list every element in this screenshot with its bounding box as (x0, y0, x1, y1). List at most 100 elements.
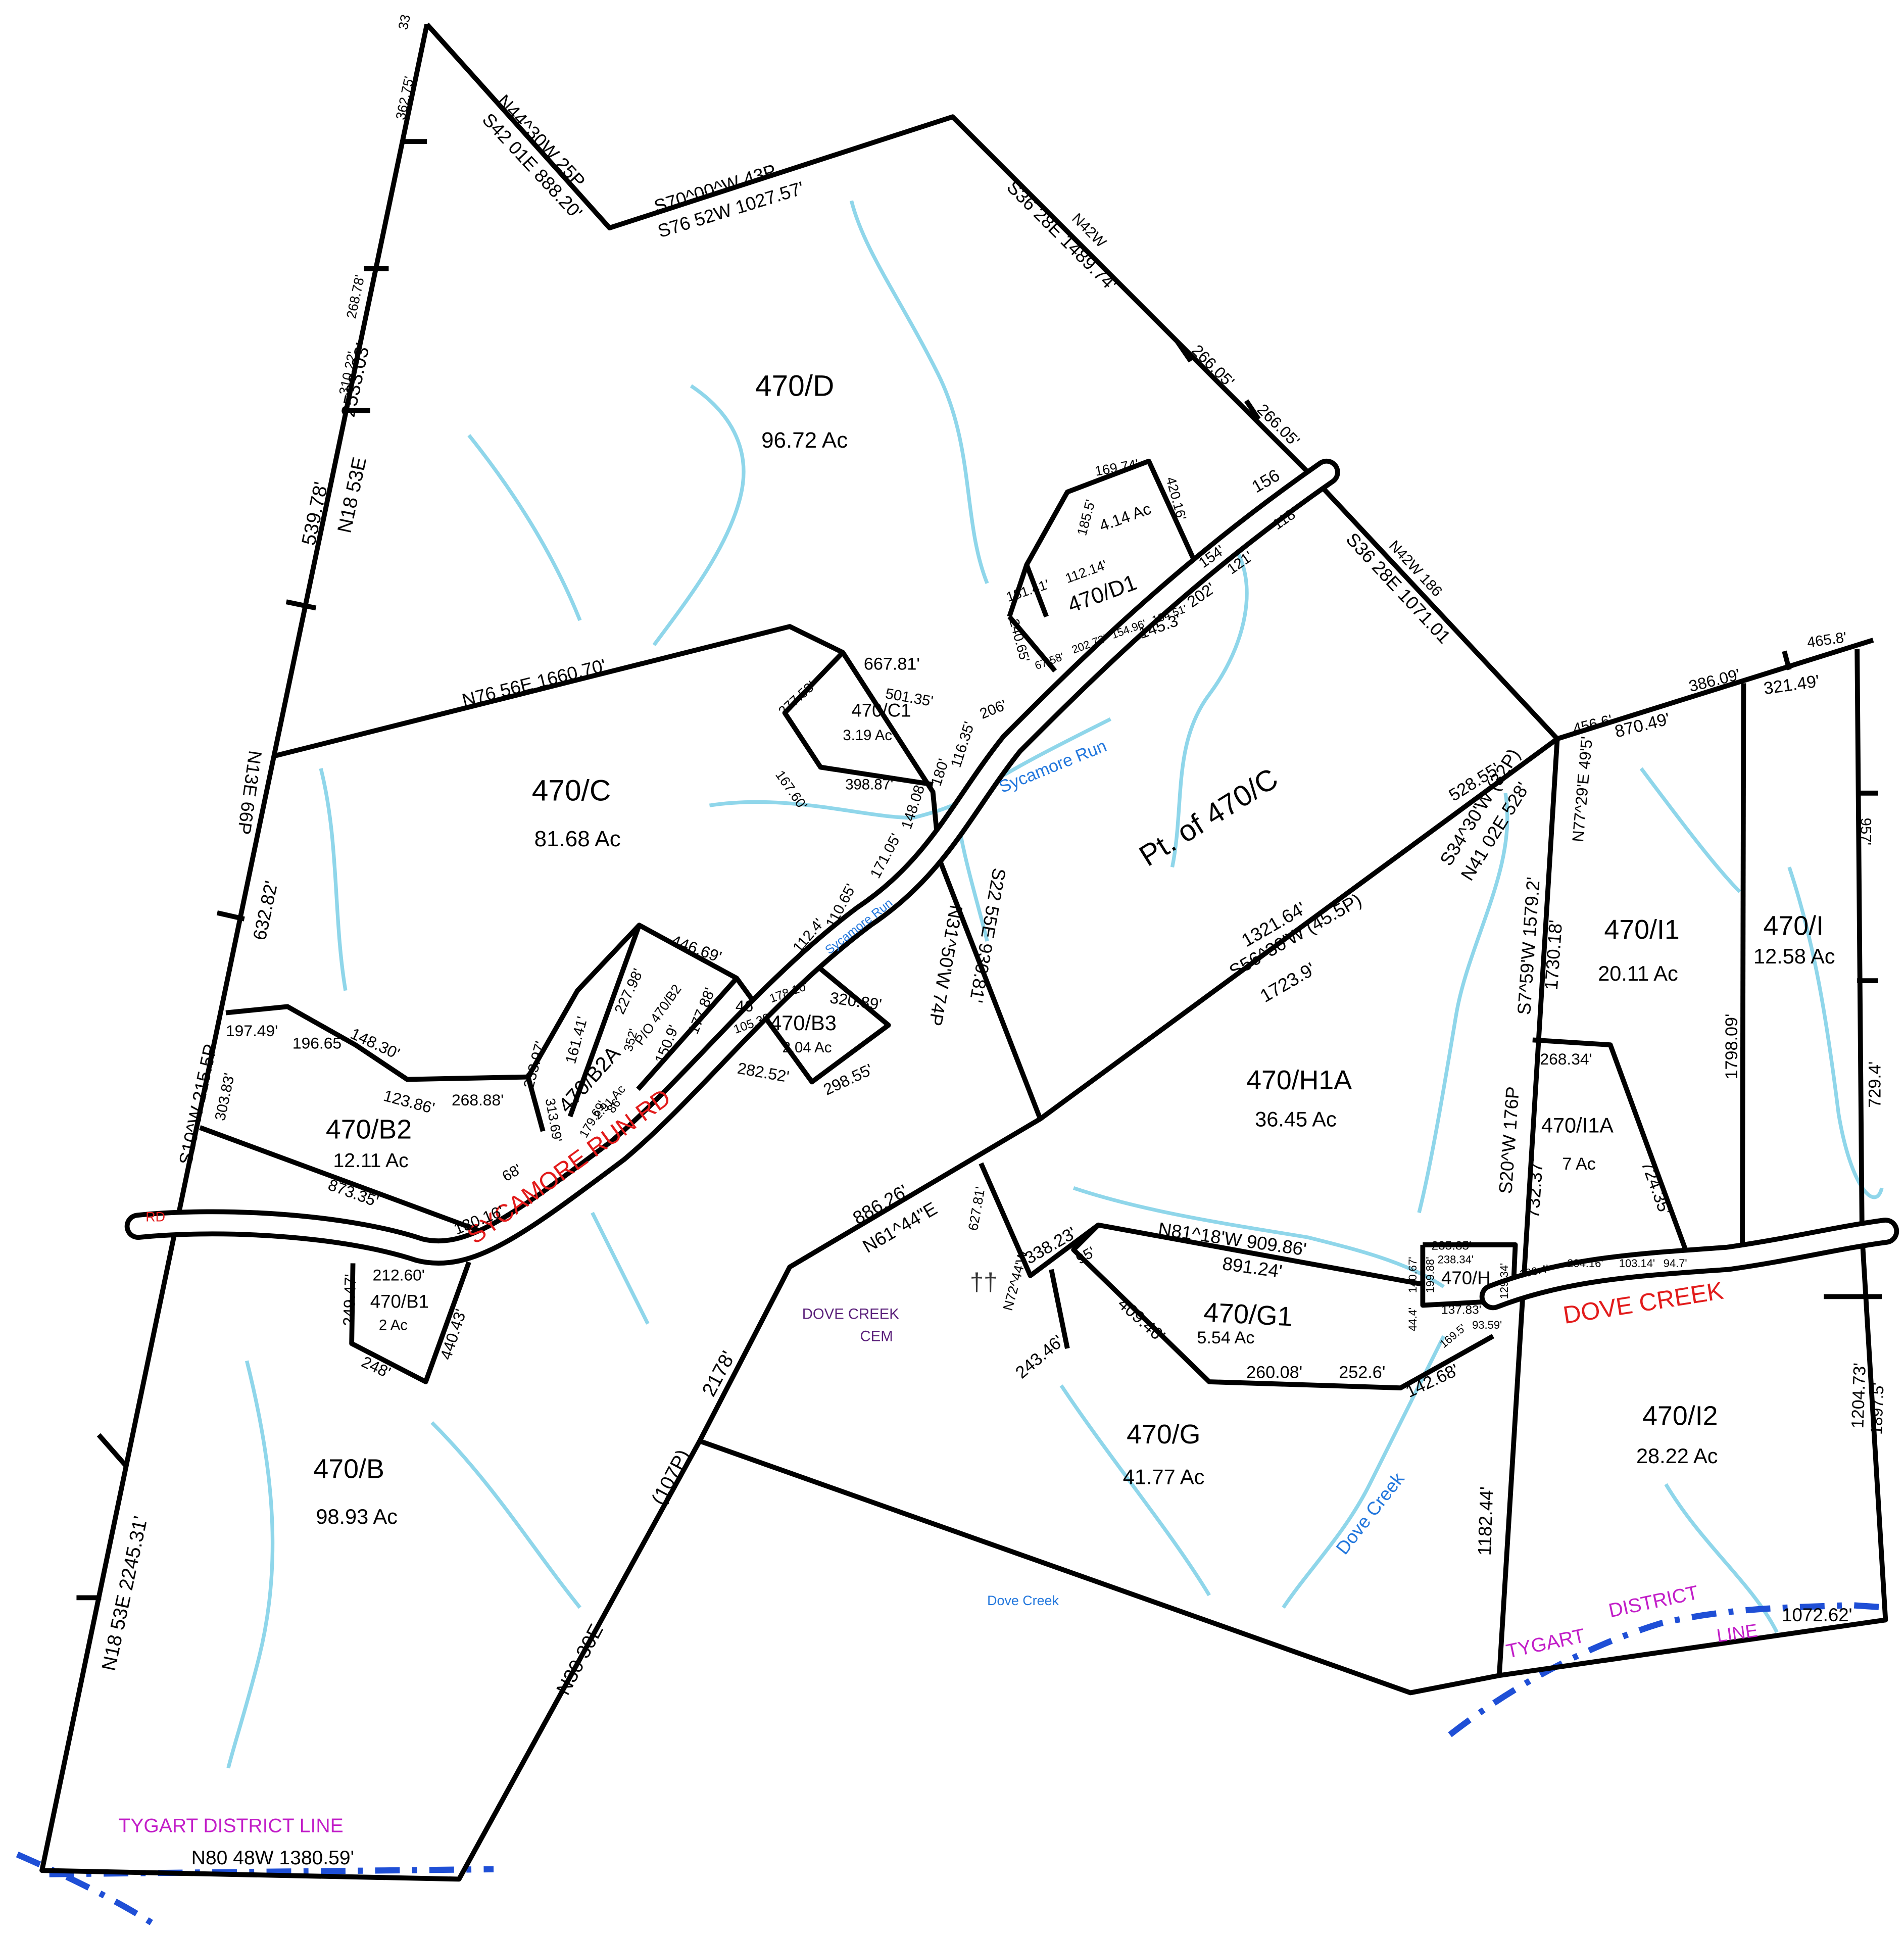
call-206: 206' (978, 697, 1009, 722)
call-199: 199.88' (1424, 1257, 1436, 1293)
call-107p: (107P) (648, 1446, 695, 1509)
call-252: 252.6' (1339, 1363, 1385, 1382)
call-235: 235.85' (1431, 1239, 1471, 1253)
parcel-h-id: 470/H (1441, 1268, 1491, 1288)
dove-creek-road-line (1479, 1218, 1899, 1311)
call-94: 94.7' (1664, 1257, 1687, 1270)
stream-label-dove-creek-small: Dove Creek (987, 1593, 1059, 1608)
call-129: 129.34' (1498, 1263, 1510, 1299)
parcel-g-acres: 41.77 Ac (1123, 1465, 1205, 1489)
call-167: 167.60' (772, 767, 810, 812)
parcel-i-acres: 12.58 Ac (1753, 944, 1835, 968)
call-s20w: S20^W 176P (1495, 1086, 1523, 1194)
call-729: 729.4' (1866, 1061, 1885, 1108)
parcel-b2-id: 470/B2 (326, 1115, 412, 1145)
call-248: 248' (359, 1352, 394, 1382)
parcel-h1a-id: 470/H1A (1246, 1065, 1352, 1095)
call-667: 667.81' (864, 655, 920, 674)
parcel-i2-id: 470/I2 (1642, 1400, 1718, 1431)
call-123: 123.86' (381, 1086, 436, 1117)
parcel-b2-acres: 12.11 Ac (333, 1150, 409, 1172)
call-44-4: 44.4' (1406, 1308, 1419, 1331)
call-277: 277.53' (775, 678, 818, 719)
call-148-08: 148.08' (898, 781, 929, 832)
call-398: 398.87' (845, 776, 893, 793)
call-268-34: 268.34' (1540, 1050, 1592, 1068)
parcel-b3-id: 470/B3 (770, 1011, 837, 1035)
stream-network (226, 200, 1884, 1769)
parcel-ptc-id: Pt. of 470/C (1134, 762, 1284, 873)
district-label-bottom: TYGART DISTRICT LINE (118, 1815, 343, 1837)
call-142: 142.68' (1403, 1361, 1462, 1402)
call-456: 456.6' (1572, 711, 1615, 737)
call-243: 243.46' (1012, 1332, 1067, 1383)
call-249: 249.47' (339, 1274, 360, 1326)
cemetery-cross-icon: †† (970, 1269, 997, 1296)
call-68: 68' (499, 1161, 524, 1185)
call-1730: 1730.18' (1541, 919, 1567, 991)
call-n30-30e: N30 30E (553, 1621, 608, 1699)
call-n18-53e-2245: N18 53E 2245.31' (98, 1514, 152, 1673)
call-204: 204.16' (1567, 1257, 1603, 1270)
call-1723: 1723.9' (1256, 958, 1319, 1006)
call-260: 260.08' (1246, 1363, 1302, 1382)
call-93: 93.59' (1472, 1319, 1502, 1331)
parcel-d1-acres: 4.14 Ac (1097, 499, 1153, 535)
call-n80-48w: N80 48W 1380.59' (191, 1847, 354, 1869)
call-409: 409.46' (1114, 1294, 1168, 1346)
call-181: 181.41' (1004, 576, 1051, 605)
parcel-i1-acres: 20.11 Ac (1598, 961, 1678, 985)
parcel-b-acres: 98.93 Ac (316, 1505, 398, 1528)
parcel-g1-id: 470/G1 (1203, 1297, 1293, 1332)
call-632: 632.82' (249, 879, 282, 942)
call-169-5: 169.5' (1437, 1322, 1468, 1350)
district-label-district: DISTRICT (1607, 1582, 1700, 1622)
tick-marks (76, 139, 1882, 1601)
parcel-i1-id: 470/I1 (1604, 914, 1679, 945)
call-268-78: 268.78' (344, 273, 367, 320)
call-103: 103.14' (1619, 1257, 1655, 1270)
parcel-boundaries (39, 22, 1888, 1882)
cemetery-label-line2: CEM (860, 1328, 893, 1344)
call-233: 233.97' (520, 1039, 549, 1090)
call-446: 446.69' (669, 931, 724, 966)
parcel-c1-id: 470/C1 (851, 700, 911, 720)
call-116: 116.35' (948, 719, 978, 769)
road-label-rd: RD (145, 1209, 165, 1224)
district-label-line: LINE (1716, 1620, 1759, 1646)
call-1897: 1897.5' (1867, 1382, 1887, 1435)
call-303: 303.83' (212, 1072, 238, 1122)
parcel-h1a-acres: 36.45 Ac (1255, 1107, 1337, 1131)
call-298: 298.55' (820, 1060, 875, 1098)
parcel-g-id: 470/G (1127, 1419, 1200, 1449)
call-161: 161.41' (562, 1015, 591, 1066)
parcel-g1-acres: 5.54 Ac (1197, 1328, 1254, 1347)
call-1072: 1072.62' (1782, 1605, 1852, 1625)
call-1182: 1182.44' (1474, 1486, 1497, 1556)
parcel-b1-id: 470/B1 (370, 1291, 429, 1312)
call-top-frag: 33 (396, 13, 414, 31)
parcel-d-id: 470/D (755, 369, 834, 402)
tygart-district-line (16, 1602, 1888, 1931)
call-873: 873.35' (326, 1176, 381, 1211)
call-177: 177.88' (685, 986, 718, 1037)
call-140: 140.67' (1406, 1257, 1419, 1293)
call-957: 957' (1858, 818, 1874, 845)
call-321: 321.49' (1763, 671, 1821, 698)
call-n76-56e: N76 56E 1660.70' (460, 655, 608, 710)
call-s10w: S10^W 215.5P (175, 1042, 221, 1167)
call-1798: 1798.09' (1722, 1013, 1741, 1079)
call-282: 282.52' (736, 1059, 791, 1086)
parcel-i1a-id: 470/I1A (1541, 1114, 1614, 1137)
call-1204: 1204.73' (1848, 1363, 1870, 1429)
call-352: 352' (621, 1027, 641, 1053)
parcel-c1-acres: 3.19 Ac (843, 727, 892, 744)
parcel-c-id: 470/C (532, 774, 611, 807)
call-n18-53e-a: N18 53E (333, 455, 371, 535)
call-732: 732.37' (1522, 1157, 1547, 1219)
parcel-i2-acres: 28.22 Ac (1636, 1444, 1718, 1468)
call-n31-50w: N31^50'W 74P (925, 903, 966, 1027)
call-320: 320.89' (828, 988, 883, 1013)
